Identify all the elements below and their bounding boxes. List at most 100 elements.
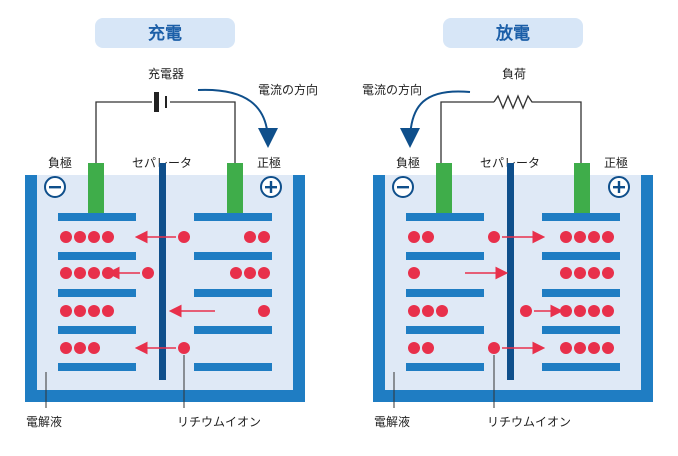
discharge-minus-icon xyxy=(392,176,414,198)
charge-pos-plate xyxy=(194,289,272,297)
discharge-ion xyxy=(422,305,434,317)
discharge-circuit-wire xyxy=(440,101,582,165)
charge-title: 充電 xyxy=(148,23,182,44)
charge-ion xyxy=(258,305,270,317)
discharge-neg-plate xyxy=(406,213,484,221)
discharge-separator xyxy=(507,163,514,380)
discharge-ion xyxy=(574,342,586,354)
discharge-ion xyxy=(602,231,614,243)
charge-ion xyxy=(74,342,86,354)
discharge-ion xyxy=(408,342,420,354)
charge-ion xyxy=(60,267,72,279)
discharge-panel: 放電 負荷 電流の方向 負極 正極 セパレータ xyxy=(362,18,653,429)
discharge-negative-label: 負極 xyxy=(396,155,420,170)
charge-pos-plate xyxy=(194,252,272,260)
charge-ion xyxy=(88,267,100,279)
discharge-ion xyxy=(408,305,420,317)
discharge-neg-plate xyxy=(406,363,484,371)
charge-separator xyxy=(159,163,166,380)
charge-ion xyxy=(102,231,114,243)
discharge-moving-ion xyxy=(488,342,500,354)
discharge-ion xyxy=(588,267,600,279)
discharge-positive-label: 正極 xyxy=(604,155,628,170)
charge-minus-icon xyxy=(44,176,66,198)
discharge-ion xyxy=(574,267,586,279)
discharge-ion xyxy=(602,267,614,279)
discharge-ion xyxy=(588,231,600,243)
charge-current-direction-label: 電流の方向 xyxy=(258,82,318,97)
discharge-ion xyxy=(574,305,586,317)
discharge-title-pill xyxy=(443,18,583,48)
charge-ion xyxy=(88,231,100,243)
charge-ion xyxy=(258,267,270,279)
charge-ion xyxy=(244,267,256,279)
charge-neg-plate xyxy=(58,326,136,334)
charge-panel: 充電 充電器 電流の方向 負極 正極 セパレータ xyxy=(25,18,318,429)
resistor-icon xyxy=(493,94,536,110)
discharge-current-direction-label: 電流の方向 xyxy=(362,82,422,97)
charge-positive-label: 正極 xyxy=(257,155,281,170)
discharge-ion-label: リチウムイオン xyxy=(487,415,571,429)
discharge-ion xyxy=(574,231,586,243)
charge-neg-plate xyxy=(58,363,136,371)
discharge-ion xyxy=(560,305,572,317)
charge-title-pill xyxy=(95,18,235,48)
discharge-ion xyxy=(560,231,572,243)
charge-ion xyxy=(244,231,256,243)
discharge-negative-terminal xyxy=(436,163,452,213)
battery-icon xyxy=(154,92,167,112)
discharge-ion xyxy=(436,305,448,317)
charge-ion xyxy=(88,305,100,317)
discharge-ion xyxy=(422,231,434,243)
discharge-positive-terminal xyxy=(574,163,590,213)
charge-circuit-wire xyxy=(95,101,236,165)
discharge-neg-plate xyxy=(406,326,484,334)
charge-ion xyxy=(258,231,270,243)
discharge-ion xyxy=(408,231,420,243)
discharge-ion xyxy=(560,342,572,354)
charge-ion xyxy=(60,305,72,317)
charge-negative-terminal xyxy=(88,163,104,213)
discharge-neg-plate xyxy=(406,289,484,297)
discharge-moving-ion xyxy=(520,305,532,317)
discharge-pos-plate xyxy=(542,252,620,260)
charge-negative-label: 負極 xyxy=(48,155,72,170)
charge-ion xyxy=(230,267,242,279)
discharge-pos-plate xyxy=(542,289,620,297)
charge-neg-plate xyxy=(58,289,136,297)
charge-positive-terminal xyxy=(227,163,243,213)
charge-moving-ion xyxy=(178,342,190,354)
charge-ion xyxy=(60,342,72,354)
discharge-ion xyxy=(408,267,420,279)
discharge-current-arrow xyxy=(400,90,471,148)
discharge-plus-icon xyxy=(608,176,630,198)
discharge-ion xyxy=(588,305,600,317)
discharge-neg-plate xyxy=(406,252,484,260)
charge-pos-plate xyxy=(194,363,272,371)
charge-current-arrow xyxy=(197,88,278,148)
charge-pos-plate xyxy=(194,213,272,221)
load-label: 負荷 xyxy=(502,67,526,81)
charge-neg-plate xyxy=(58,252,136,260)
charge-neg-plate xyxy=(58,213,136,221)
charge-electrolyte-label: 電解液 xyxy=(26,414,62,429)
charge-pos-plate xyxy=(194,326,272,334)
discharge-title: 放電 xyxy=(495,23,530,44)
charge-plus-icon xyxy=(260,176,282,198)
discharge-ion xyxy=(602,305,614,317)
discharge-pos-plate xyxy=(542,213,620,221)
discharge-electrolyte-label: 電解液 xyxy=(374,414,410,429)
discharge-moving-ion xyxy=(488,231,500,243)
charge-moving-ion xyxy=(142,267,154,279)
charge-ion xyxy=(102,305,114,317)
charge-ion xyxy=(60,231,72,243)
charger-label: 充電器 xyxy=(148,66,184,81)
charge-ion xyxy=(74,305,86,317)
charge-moving-ion xyxy=(178,231,190,243)
discharge-ion xyxy=(560,267,572,279)
discharge-ion xyxy=(422,342,434,354)
charge-ion xyxy=(88,342,100,354)
discharge-pos-plate xyxy=(542,363,620,371)
charge-ion xyxy=(74,231,86,243)
discharge-ion xyxy=(602,342,614,354)
